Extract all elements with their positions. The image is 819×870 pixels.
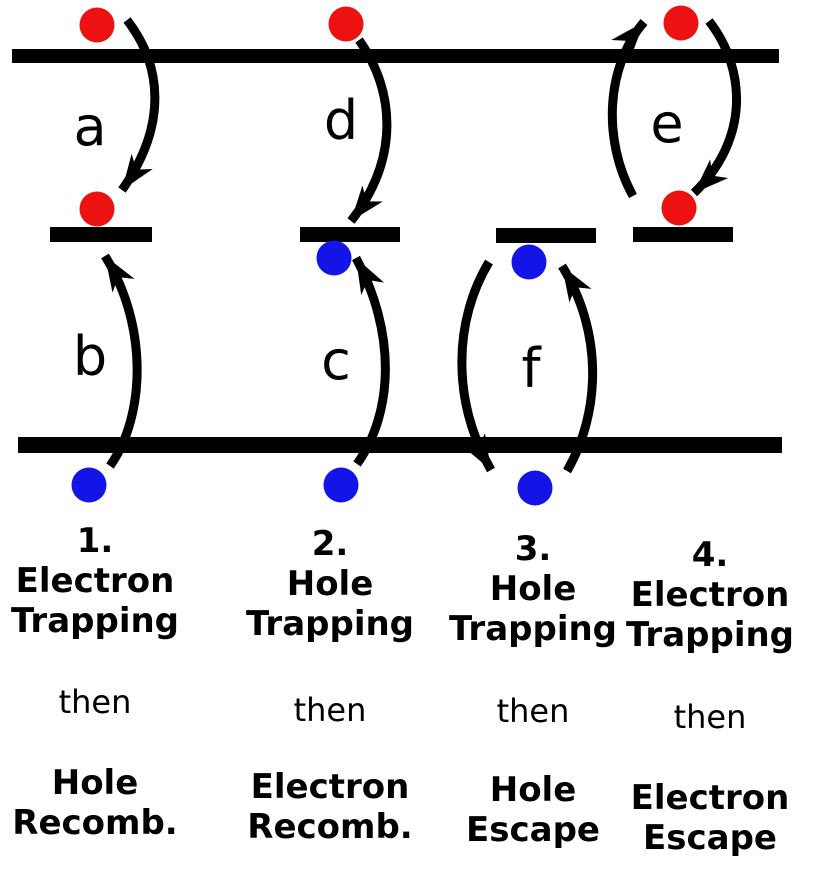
hole-dot-trap3 — [511, 244, 547, 280]
process-step2-line1: Hole — [489, 770, 577, 810]
process-1-title: 1. Electron Trapping — [0, 521, 205, 641]
hole-dot-vb-col3 — [517, 470, 553, 506]
process-3-step2: Hole Escape — [423, 770, 643, 850]
process-number: 4. — [691, 535, 729, 575]
process-step1-line1: Hole — [286, 564, 374, 604]
arrow-b-hole-recombination — [101, 253, 142, 469]
transition-label-f: f — [521, 337, 541, 400]
process-number: 3. — [514, 529, 552, 569]
process-3-title: 3. Hole Trapping — [423, 529, 643, 649]
electron-dot-cb-col4 — [663, 5, 699, 41]
transition-label-b: b — [72, 325, 108, 388]
hole-dot-vb-col2 — [323, 467, 359, 503]
arrow-e-up-electron-escape — [607, 19, 648, 199]
process-1-step2: Hole Recomb. — [0, 763, 205, 843]
arrow-a-electron-trapping — [118, 17, 160, 193]
process-3-connector: then — [496, 692, 570, 730]
hole-dot-trap2 — [316, 240, 352, 276]
process-step1-line1: Hole — [489, 569, 577, 609]
electron-dot-cb-col2 — [328, 6, 364, 42]
process-2-title: 2. Hole Trapping — [220, 524, 440, 644]
electron-dot-cb-col1 — [79, 7, 115, 43]
process-step2-line1: Hole — [51, 763, 139, 803]
valence-band — [18, 437, 782, 453]
arrow-c-hole-trapping — [352, 255, 390, 467]
arrow-f-up-hole-trapping — [558, 263, 598, 474]
trap-level-2 — [300, 227, 400, 242]
process-4-title: 4. Electron Trapping — [600, 535, 819, 655]
trap-level-3 — [496, 228, 596, 243]
process-step1-line2: Trapping — [245, 604, 415, 644]
electron-dot-trap4 — [661, 190, 697, 226]
process-step1-line2: Trapping — [625, 615, 795, 655]
process-1-connector: then — [58, 683, 132, 721]
process-step1-line1: Electron — [630, 575, 790, 615]
trap-level-4 — [633, 227, 733, 242]
arrow-e-down-electron-trapping — [690, 18, 742, 197]
conduction-band — [12, 49, 779, 63]
process-step2-line1: Electron — [250, 767, 410, 807]
trap-level-1 — [50, 227, 152, 242]
process-4-connector: then — [673, 698, 747, 736]
process-step1-line2: Trapping — [10, 601, 180, 641]
transition-label-e: e — [650, 92, 684, 155]
process-2-connector: then — [293, 691, 367, 729]
electron-dot-trap1 — [79, 191, 115, 227]
process-number: 1. — [76, 521, 114, 561]
transition-label-c: c — [321, 329, 351, 392]
process-step2-line2: Escape — [643, 818, 777, 858]
process-number: 2. — [311, 524, 349, 564]
process-step2-line2: Recomb. — [247, 807, 413, 847]
transition-label-d: d — [323, 89, 359, 152]
transition-label-a: a — [73, 95, 107, 158]
process-4-step2: Electron Escape — [600, 778, 819, 858]
hole-dot-vb-col1 — [71, 467, 107, 503]
process-step1-line2: Trapping — [448, 609, 618, 649]
process-step2-line1: Electron — [630, 778, 790, 818]
process-step2-line2: Escape — [466, 810, 600, 850]
process-step1-line1: Electron — [15, 561, 175, 601]
arrow-d-electron-recombination — [347, 37, 392, 224]
process-step2-line2: Recomb. — [12, 803, 178, 843]
process-2-step2: Electron Recomb. — [220, 767, 440, 847]
arrow-f-down-hole-escape — [457, 259, 495, 473]
